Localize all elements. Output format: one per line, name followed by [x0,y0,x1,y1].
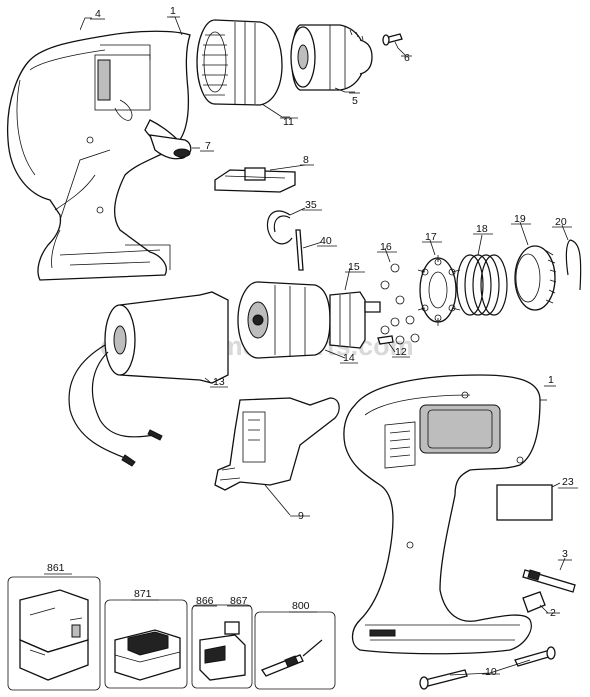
label-40: 40 [320,235,332,247]
label-1-right: 1 [548,374,554,386]
label-23: 23 [562,476,574,488]
bearing-balls [380,263,420,345]
clutch-spring [456,254,508,316]
label-7: 7 [205,140,211,152]
label-35: 35 [305,199,317,211]
detent-spring [565,239,582,291]
label-12: 12 [395,346,407,358]
gearbox-assembly [237,281,394,359]
label-5: 5 [352,95,358,107]
screwdriver-bit [522,569,576,593]
label-14: 14 [343,352,355,364]
trigger-switch [214,397,340,491]
accessory-861-case [7,576,101,691]
clutch-plate [417,255,461,326]
accessory-800-bit-tool [254,611,336,690]
accessory-871-charger [104,599,188,689]
clutch-ring [196,19,283,106]
label-15: 15 [348,261,360,273]
adjusting-collar [514,245,557,311]
label-10: 10 [485,666,497,678]
label-861: 861 [47,562,65,574]
label-11: 11 [283,116,294,128]
switch-slide [214,167,296,193]
label-16: 16 [380,241,392,253]
label-6: 6 [404,52,410,64]
direction-button [149,134,192,160]
spring-clip [266,210,293,245]
motor [68,291,229,467]
label-17: 17 [425,231,437,243]
pin [295,229,304,271]
label-4: 4 [95,8,101,20]
label-13: 13 [213,376,225,388]
label-8: 8 [303,154,309,166]
label-20: 20 [555,216,567,228]
label-1-top: 1 [170,5,176,17]
label-867: 867 [230,595,248,607]
accessory-866-867-battery [191,604,253,689]
chuck [290,24,373,91]
part-labels: 4 1 11 5 6 7 8 35 40 16 17 18 19 20 15 1… [20,5,578,678]
label-871: 871 [134,588,152,600]
bit-clip [522,591,546,613]
housing-left-half [6,30,191,281]
label-800: 800 [292,600,310,612]
housing-right-half [343,374,541,655]
label-18: 18 [476,223,488,235]
label-866: 866 [196,595,214,607]
label-19: 19 [514,213,526,225]
label-3: 3 [562,548,568,560]
chuck-screw [382,33,403,46]
nameplate-label [496,484,553,521]
leader-lines [79,16,569,676]
